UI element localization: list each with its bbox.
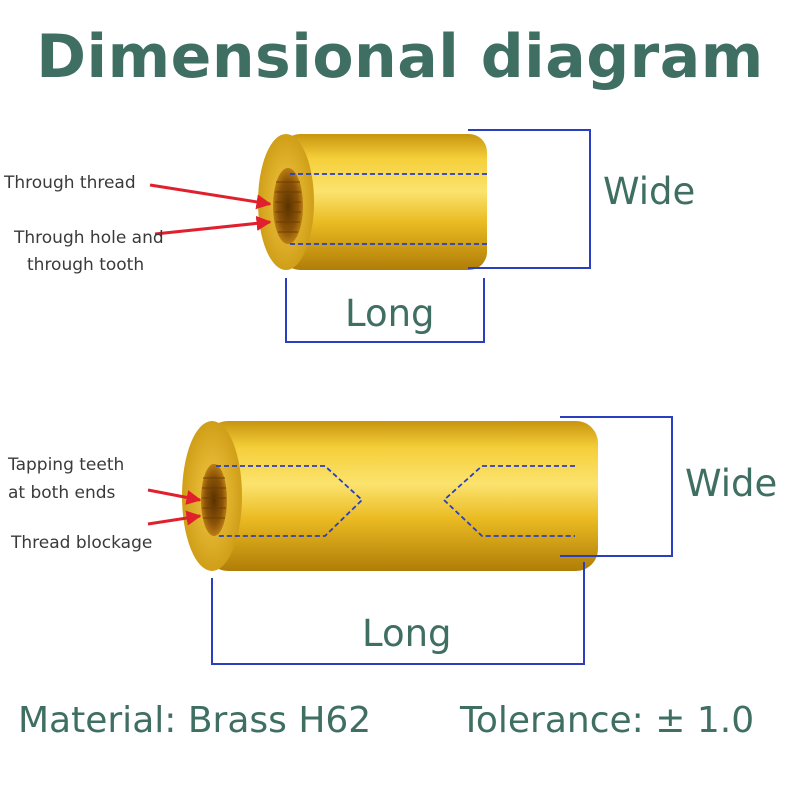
- tolerance-spec: Tolerance: ± 1.0: [460, 700, 755, 741]
- page-title: Dimensional diagram: [36, 22, 764, 92]
- through-hole-arrow: [154, 215, 272, 236]
- callout-through-thread: Through thread: [4, 173, 136, 193]
- callout-tapping-teeth: Tapping teeth: [8, 455, 125, 475]
- top-width-label: Wide: [603, 170, 696, 213]
- bottom-threaded-hole: [201, 464, 227, 536]
- bottom-standoff-body: [206, 421, 598, 571]
- bottom-length-label: Long: [362, 612, 452, 655]
- callout-thread-blockage: Thread blockage: [11, 533, 153, 553]
- top-length-label: Long: [345, 292, 435, 335]
- bottom-right-thread-depth-lines: [442, 465, 575, 537]
- thread-blockage-arrow: [147, 510, 202, 526]
- top-threaded-hole: [273, 168, 303, 244]
- top-thread-ridges: [275, 181, 301, 233]
- top-hidden-bore-lines: [290, 173, 490, 245]
- top-standoff: [258, 134, 490, 270]
- top-length-dimension-line: [285, 278, 485, 343]
- callout-through-tooth: through tooth: [27, 255, 145, 275]
- material-spec: Material: Brass H62: [18, 700, 372, 741]
- bottom-width-label: Wide: [685, 462, 778, 505]
- tapping-teeth-arrow: [147, 488, 202, 505]
- bottom-standoff: [182, 421, 598, 571]
- callout-at-both-ends: at both ends: [8, 483, 116, 503]
- bottom-width-dimension-line: [560, 416, 673, 557]
- bottom-left-thread-depth-lines: [216, 465, 364, 537]
- through-thread-arrow: [149, 183, 272, 210]
- top-standoff-body: [282, 134, 487, 270]
- bottom-thread-ridges: [202, 477, 226, 519]
- callout-through-hole: Through hole and: [14, 228, 164, 248]
- top-width-dimension-line: [468, 129, 591, 269]
- bottom-length-dimension-line: [211, 562, 585, 665]
